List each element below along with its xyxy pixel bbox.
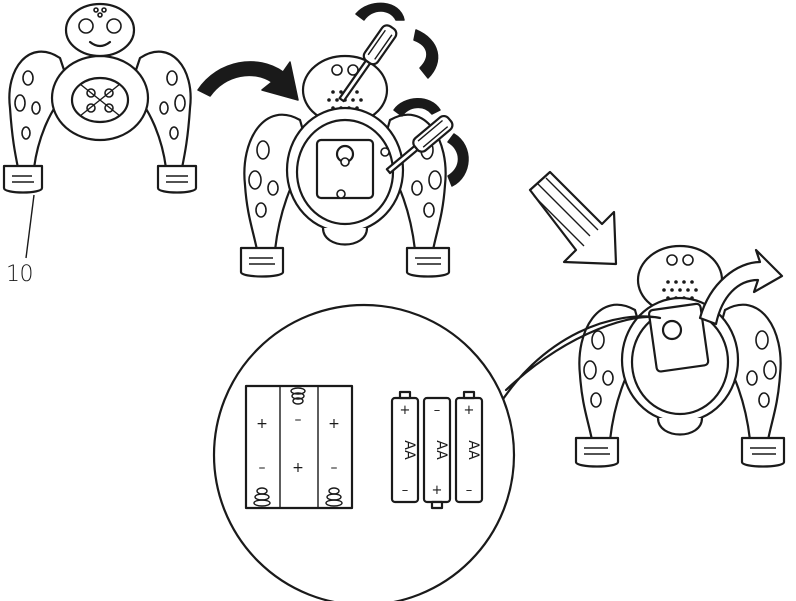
- aa-battery: + AA –: [392, 392, 418, 502]
- rotate-arrow-icon: [394, 99, 440, 116]
- polarity-label: –: [259, 460, 266, 476]
- battery-type-label: AA: [401, 440, 417, 460]
- battery-type-label: AA: [465, 440, 481, 460]
- polarity-label: +: [256, 416, 268, 432]
- polarity-label: +: [400, 403, 411, 418]
- battery-compartment: + – – + + –: [246, 386, 352, 508]
- polarity-label: –: [331, 460, 338, 476]
- robot-front-view: [4, 4, 196, 193]
- polarity-label: +: [292, 460, 304, 476]
- aa-battery: + AA –: [456, 392, 482, 502]
- polarity-label: +: [432, 483, 443, 498]
- leader-line: [26, 195, 34, 258]
- next-step-arrow-icon: [530, 172, 616, 264]
- rotate-arrow-icon: [356, 3, 404, 20]
- aa-battery: – AA +: [424, 398, 450, 508]
- battery-type-label: AA: [433, 440, 449, 460]
- polarity-label: +: [464, 403, 475, 418]
- polarity-label: –: [466, 483, 473, 498]
- polarity-label: +: [328, 416, 340, 432]
- polarity-label: –: [402, 483, 409, 498]
- polarity-label: –: [434, 403, 441, 418]
- polarity-label: –: [295, 412, 302, 428]
- step-arrow-icon: [198, 62, 298, 100]
